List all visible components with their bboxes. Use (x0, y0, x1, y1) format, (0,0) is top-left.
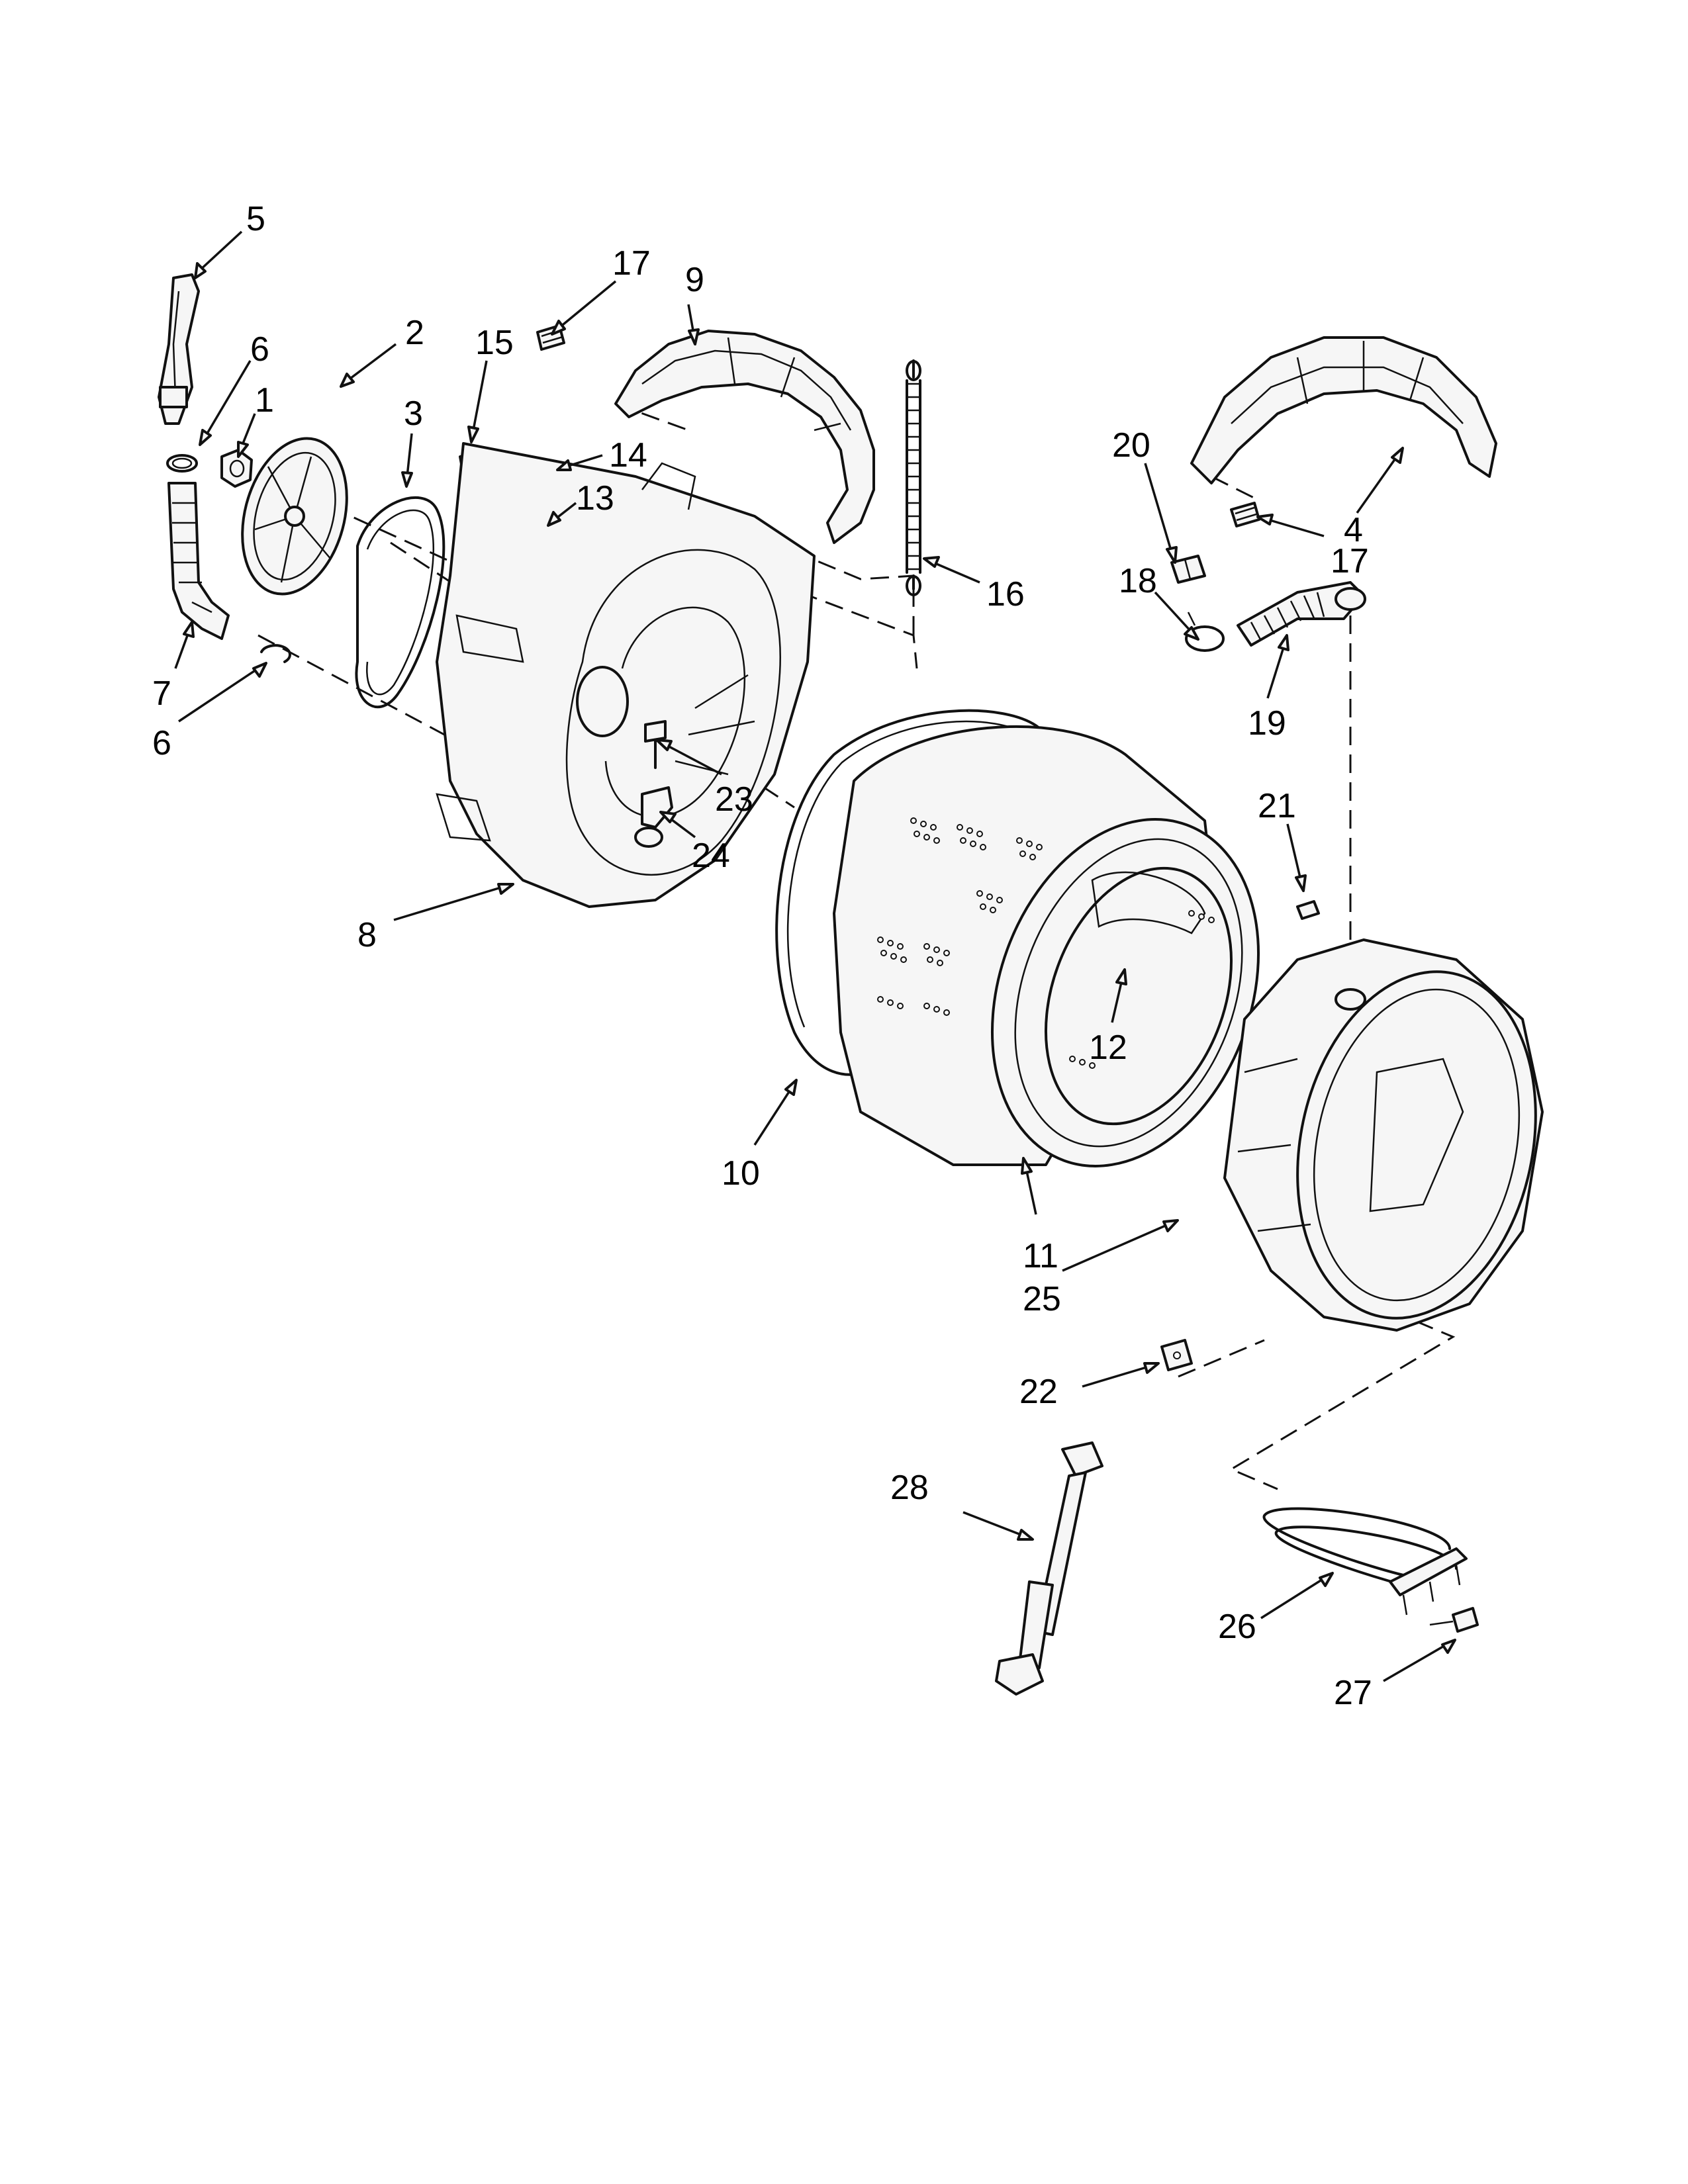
callout-10: 10 (722, 1154, 760, 1193)
callout-11: 11 (1023, 1237, 1058, 1275)
part-27-connector (1429, 1607, 1479, 1633)
callout-2: 2 (405, 314, 424, 352)
part-16-spring (906, 359, 921, 596)
callout-labels: 5 6 1 2 3 15 17 9 14 13 16 7 6 23 24 8 2… (152, 200, 1372, 1712)
callout-24: 24 (692, 837, 730, 875)
part-26-heater (1262, 1507, 1468, 1615)
callout-13: 13 (576, 479, 614, 518)
callout-12: 12 (1089, 1028, 1127, 1067)
part-17-screw-right (1230, 502, 1260, 527)
part-11-basket (833, 725, 1260, 1167)
basket-perforations (877, 817, 1215, 1069)
part-22-gasket (1160, 1339, 1193, 1371)
callout-21: 21 (1258, 787, 1296, 825)
callout-4: 4 (1344, 511, 1363, 549)
part-23-bolt (644, 720, 667, 769)
callout-26: 26 (1218, 1608, 1256, 1646)
callout-23: 23 (715, 780, 753, 819)
part-28-shock-absorber (995, 1441, 1103, 1696)
callout-5: 5 (246, 200, 265, 238)
part-2-pulley (241, 437, 348, 596)
part-19-hose (1237, 581, 1366, 647)
callout-20: 20 (1112, 426, 1150, 465)
callout-22: 22 (1019, 1373, 1058, 1411)
callout-25: 25 (1023, 1280, 1061, 1318)
callout-28: 28 (890, 1469, 929, 1507)
part-10-seal-ring (775, 709, 1041, 1076)
callout-1: 1 (255, 381, 274, 420)
callout-9: 9 (685, 261, 704, 299)
callout-14: 14 (609, 436, 647, 475)
callout-27: 27 (1334, 1674, 1372, 1712)
part-4-counterweight (1190, 336, 1497, 484)
part-24-sensor (634, 786, 673, 848)
callout-15: 15 (475, 324, 514, 362)
part-6-hose-clamp-bottom (260, 644, 291, 663)
callout-3: 3 (404, 394, 423, 433)
callout-19: 19 (1248, 704, 1286, 743)
part-20-fitting (1170, 555, 1206, 584)
part-6-hose-clamp-top (166, 454, 198, 473)
leader-lines (174, 230, 1456, 1682)
callout-18: 18 (1119, 562, 1157, 600)
part-18-clamp (1185, 612, 1225, 652)
part-3-belt (355, 496, 445, 709)
callout-17-top: 17 (612, 244, 651, 283)
part-25-front-tub (1223, 938, 1544, 1332)
part-9-counterweight (614, 330, 875, 544)
callout-6-top: 6 (250, 330, 269, 369)
callout-16: 16 (986, 575, 1025, 614)
callout-17-right: 17 (1331, 542, 1369, 580)
part-8-rear-tub (436, 442, 816, 908)
callout-8: 8 (357, 916, 377, 954)
part-1-nut (220, 449, 253, 488)
callout-7: 7 (152, 674, 171, 713)
part-5-drain-bracket (158, 273, 200, 425)
part-7-hose (167, 482, 230, 640)
callout-6-bottom: 6 (152, 724, 171, 762)
part-21-pad (1296, 900, 1320, 920)
